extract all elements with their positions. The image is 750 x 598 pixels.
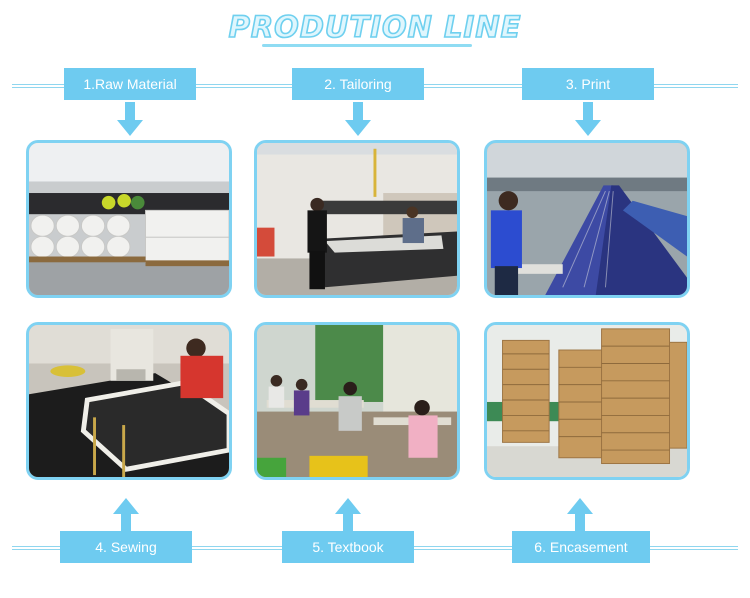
photo-tailoring: [254, 140, 460, 298]
arrow-up-icon: [567, 498, 593, 532]
photo-sewing: [26, 322, 232, 480]
step-label-raw-material: 1.Raw Material: [64, 68, 196, 100]
step-label-encasement: 6. Encasement: [512, 531, 650, 563]
title-underline: [262, 44, 472, 47]
photo-print: [484, 140, 690, 298]
arrow-up-icon: [113, 498, 139, 532]
photo-encasement: [484, 322, 690, 480]
step-label-textbook: 5. Textbook: [282, 531, 414, 563]
photo-textbook: [254, 322, 460, 480]
step-label-tailoring: 2. Tailoring: [292, 68, 424, 100]
arrow-up-icon: [335, 498, 361, 532]
step-label-print: 3. Print: [522, 68, 654, 100]
step-label-sewing: 4. Sewing: [60, 531, 192, 563]
page-title: PRODUTION LINE: [228, 9, 522, 45]
arrow-down-icon: [345, 102, 371, 136]
arrow-down-icon: [117, 102, 143, 136]
arrow-down-icon: [575, 102, 601, 136]
photo-raw-material: [26, 140, 232, 298]
